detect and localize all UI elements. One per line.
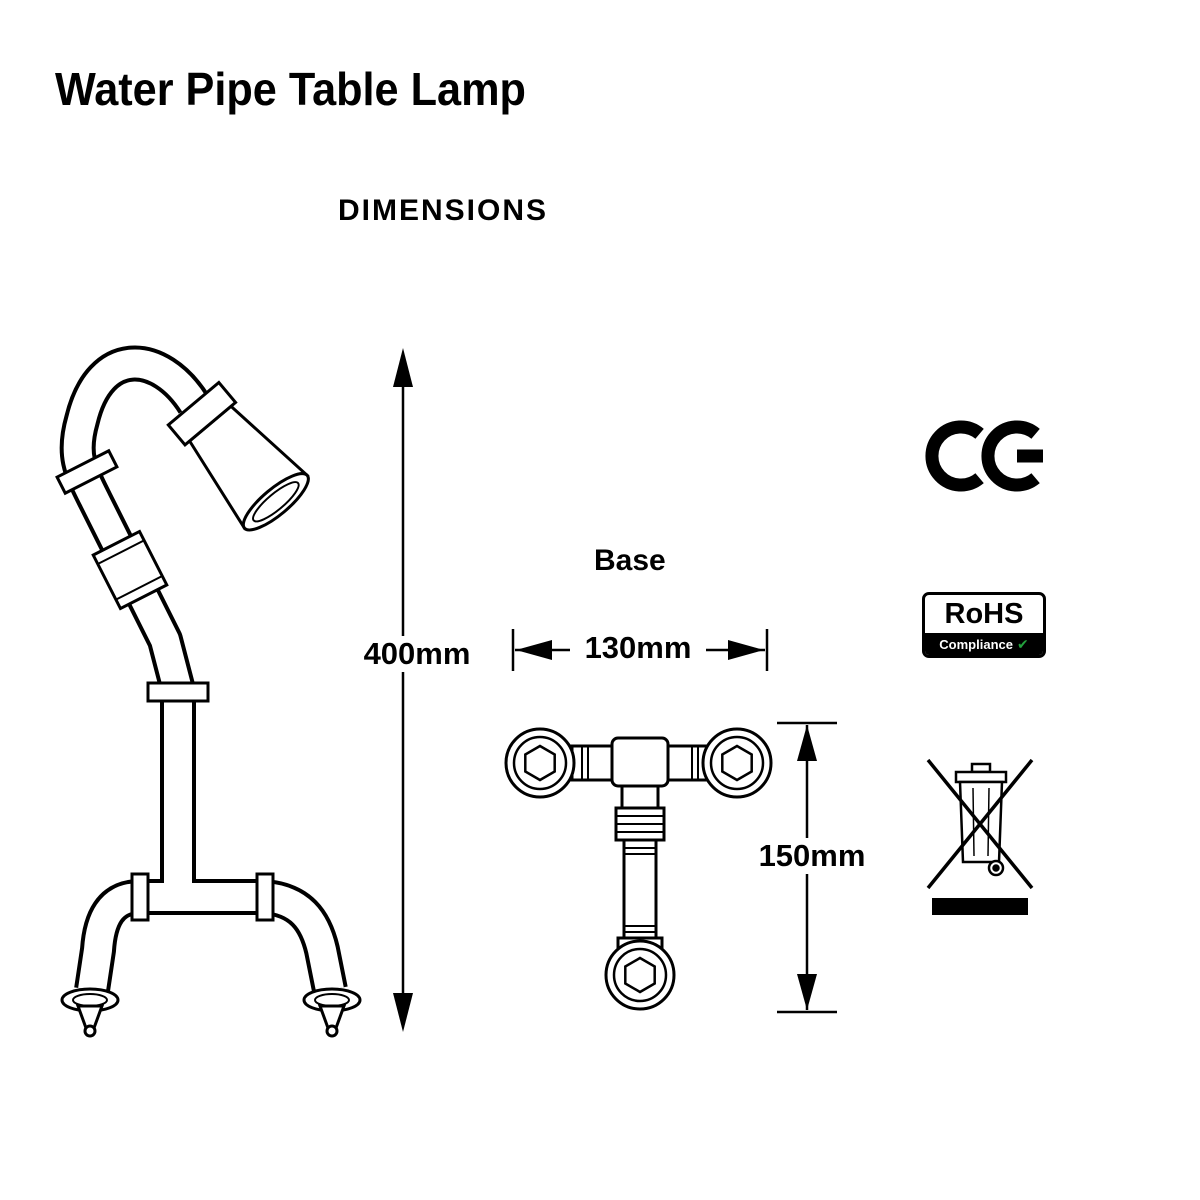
lamp-feet [60,987,362,1038]
height-dimension-label: 400mm [350,636,484,672]
rohs-compliance-label: Compliance [939,636,1013,652]
rohs-check-icon: ✔ [1016,636,1029,652]
weee-bin-icon [926,758,1034,915]
rohs-badge: RoHS Compliance ✔ [922,592,1046,658]
ce-mark-icon [925,420,1043,492]
base-top-view-drawing [504,727,773,1011]
rohs-name: RoHS [944,597,1024,630]
width-dimension-label: 130mm [570,630,706,666]
rohs-compliance-strip: Compliance ✔ [925,633,1043,655]
lamp-socket [166,380,310,532]
lamp-drawing [55,345,362,1038]
pipe-fittings [55,448,275,922]
depth-dimension-label: 150mm [746,838,878,874]
dimensions-heading: DIMENSIONS [338,194,549,227]
weee-black-bar [932,898,1028,915]
height-dimension-line [393,348,413,1032]
page-title: Water Pipe Table Lamp [55,63,526,115]
base-label: Base [594,544,666,577]
